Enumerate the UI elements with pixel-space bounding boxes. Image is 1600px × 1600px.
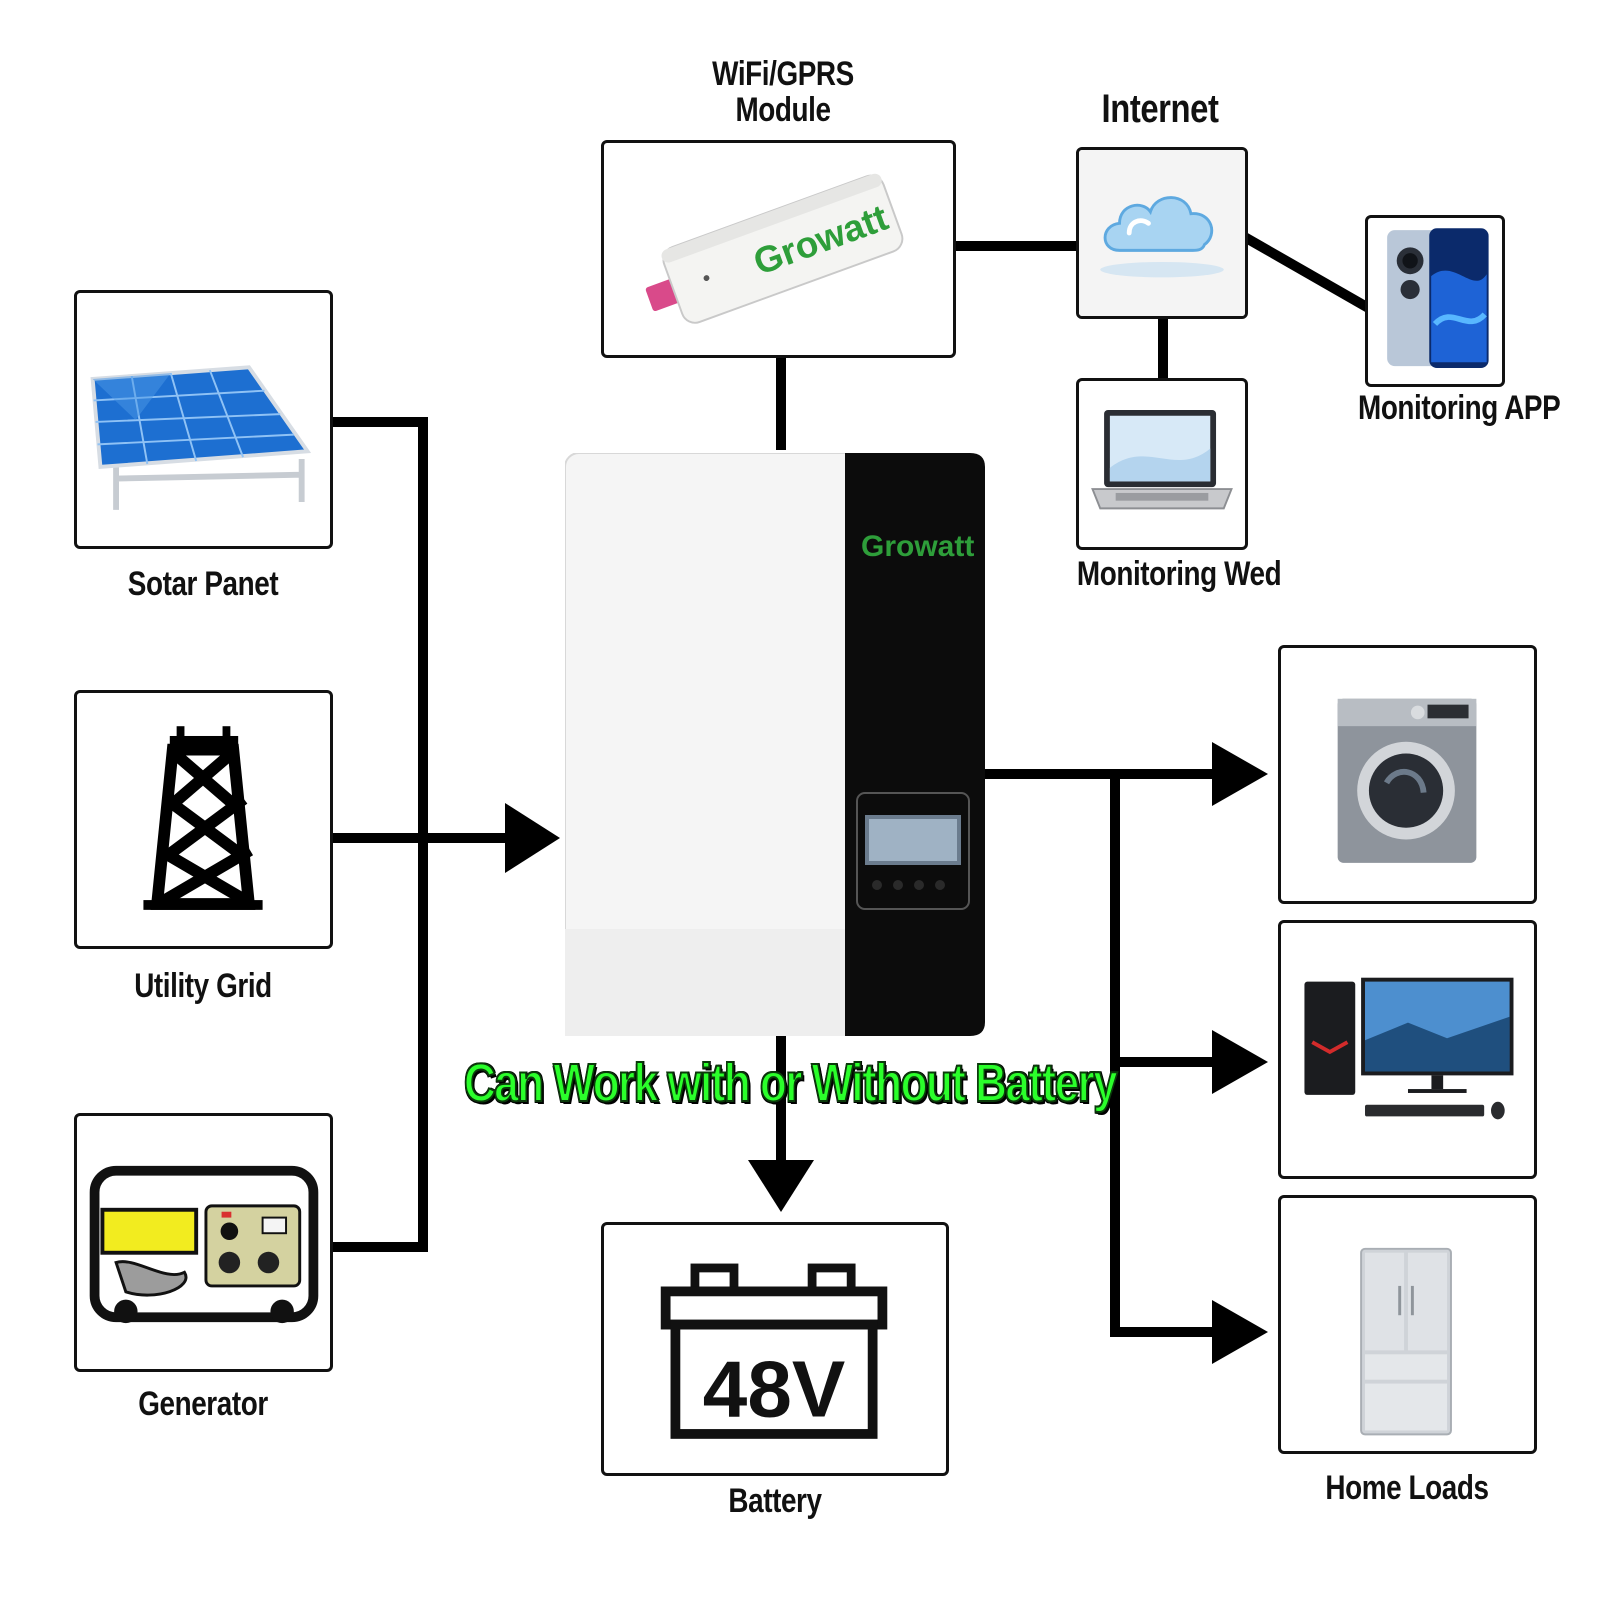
generator-box	[74, 1113, 333, 1372]
monitoring-web-box	[1076, 378, 1248, 550]
power-tower-icon	[143, 726, 263, 910]
internet-box	[1076, 147, 1248, 319]
battery-voltage: 48V	[703, 1344, 845, 1433]
utility-grid-box	[74, 690, 333, 949]
washing-machine-icon	[1337, 698, 1477, 863]
usb-dongle-icon: Growatt	[645, 173, 904, 324]
arrow-to-washer	[1212, 742, 1268, 806]
monitoring-app-box	[1365, 215, 1505, 387]
wifi-module-label: WiFi/GPRS Module	[701, 56, 865, 128]
laptop-icon	[1091, 409, 1233, 510]
monitoring-app-label: Monitoring APP	[1358, 389, 1561, 427]
battery-icon: 48V	[660, 1263, 888, 1439]
wifi-module-label-line1: WiFi/GPRS	[712, 55, 854, 93]
arrow-to-inverter	[505, 803, 560, 873]
utility-grid-label: Utility Grid	[134, 967, 272, 1005]
wifi-module-box: Growatt	[601, 140, 956, 358]
generator-icon	[89, 1165, 319, 1324]
cloud-icon	[1079, 150, 1245, 316]
refrigerator-box	[1278, 1195, 1537, 1454]
internet-label: Internet	[1101, 87, 1219, 131]
solar-panel-label: Sotar Panet	[127, 565, 279, 603]
smartphone-icon	[1387, 228, 1489, 368]
inverter-unit: Growatt	[564, 443, 985, 1037]
solar-panel-box	[74, 290, 333, 549]
battery-box: 48V	[601, 1222, 949, 1476]
battery-label: Battery	[728, 1482, 822, 1520]
tagline: Can Work with or Without Battery	[463, 1052, 1119, 1114]
wifi-module-label-line2: Module	[735, 91, 831, 129]
generator-label: Generator	[138, 1385, 268, 1423]
solar-panel-icon	[90, 365, 312, 510]
home-loads-label: Home Loads	[1325, 1469, 1489, 1507]
washing-machine-box	[1278, 645, 1537, 904]
arrow-to-fridge	[1212, 1300, 1268, 1364]
monitoring-web-label: Monitoring Wed	[1076, 555, 1282, 593]
refrigerator-icon	[1360, 1247, 1452, 1436]
arrow-to-battery	[748, 1160, 814, 1212]
inverter-logo: Growatt	[861, 530, 974, 563]
desktop-computer-box	[1278, 920, 1537, 1179]
arrow-to-computer	[1212, 1030, 1268, 1094]
desktop-computer-icon	[1304, 977, 1514, 1120]
inverter-icon: Growatt	[564, 443, 985, 1037]
